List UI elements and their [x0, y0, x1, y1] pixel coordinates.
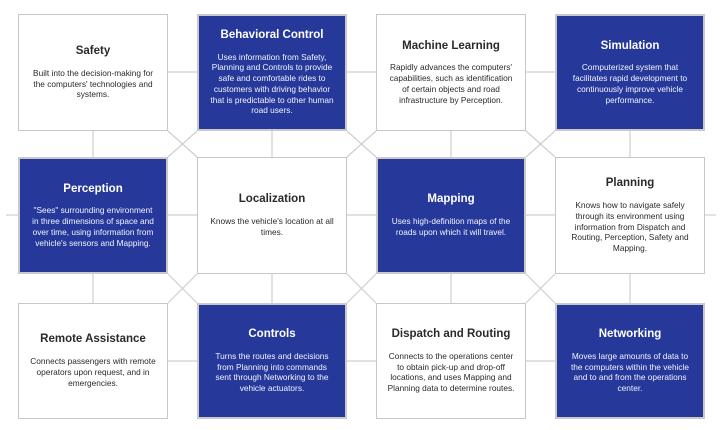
controls-description: Turns the routes and decisions from Plan…: [215, 350, 329, 394]
networking-description: Moves large amounts of data to the compu…: [570, 350, 690, 394]
localization-title: Localization: [238, 193, 306, 206]
behavioral-control-description: Uses information from Safety, Planning a…: [210, 51, 334, 116]
localization-description: Knows the vehicle's location at all time…: [210, 216, 334, 237]
dispatch-routing-title: Dispatch and Routing: [391, 328, 511, 341]
networking-title: Networking: [598, 328, 662, 341]
dispatch-routing-description: Connects to the operations center to obt…: [387, 350, 515, 394]
dispatch-routing-card: Dispatch and Routing Connects to the ope…: [376, 303, 526, 419]
remote-assistance-card: Remote Assistance Connects passengers wi…: [18, 303, 168, 419]
safety-title: Safety: [75, 44, 111, 57]
simulation-title: Simulation: [600, 39, 660, 52]
mapping-description: Uses high-definition maps of the roads u…: [391, 216, 511, 237]
localization-card: Localization Knows the vehicle's locatio…: [197, 157, 347, 274]
machine-learning-title: Machine Learning: [402, 39, 500, 52]
behavioral-control-title: Behavioral Control: [220, 28, 324, 41]
mapping-title: Mapping: [427, 193, 475, 206]
planning-card: Planning Knows how to navigate safely th…: [555, 157, 705, 274]
machine-learning-description: Rapidly advances the computers' capabili…: [389, 62, 513, 105]
remote-assistance-description: Connects passengers with remote operator…: [30, 356, 156, 388]
networking-card: Networking Moves large amounts of data t…: [555, 303, 705, 419]
remote-assistance-title: Remote Assistance: [40, 333, 146, 346]
controls-card: Controls Turns the routes and decisions …: [197, 303, 347, 419]
mapping-card: Mapping Uses high-definition maps of the…: [376, 157, 526, 274]
behavioral-control-card: Behavioral Control Uses information from…: [197, 14, 347, 131]
planning-description: Knows how to navigate safely through its…: [571, 199, 689, 254]
planning-title: Planning: [605, 177, 655, 190]
safety-card: Safety Built into the decision-making fo…: [18, 14, 168, 131]
perception-title: Perception: [63, 182, 123, 195]
simulation-description: Computerized system that facilitates rap…: [572, 62, 688, 105]
controls-title: Controls: [248, 328, 296, 341]
safety-description: Built into the decision-making for the c…: [33, 67, 153, 100]
simulation-card: Simulation Computerized system that faci…: [555, 14, 705, 131]
machine-learning-card: Machine Learning Rapidly advances the co…: [376, 14, 526, 131]
perception-card: Perception "Sees" surrounding environmen…: [18, 157, 168, 274]
perception-description: "Sees" surrounding environment in three …: [32, 205, 154, 248]
